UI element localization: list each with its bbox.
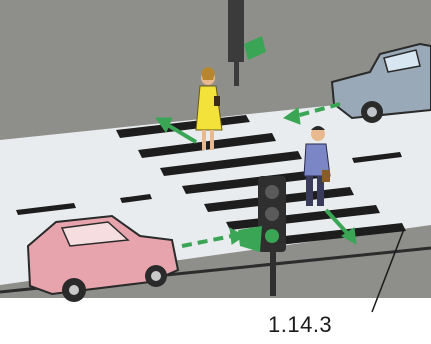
page-bottom (0, 298, 431, 344)
marking-label: 1.14.3 (268, 312, 332, 338)
